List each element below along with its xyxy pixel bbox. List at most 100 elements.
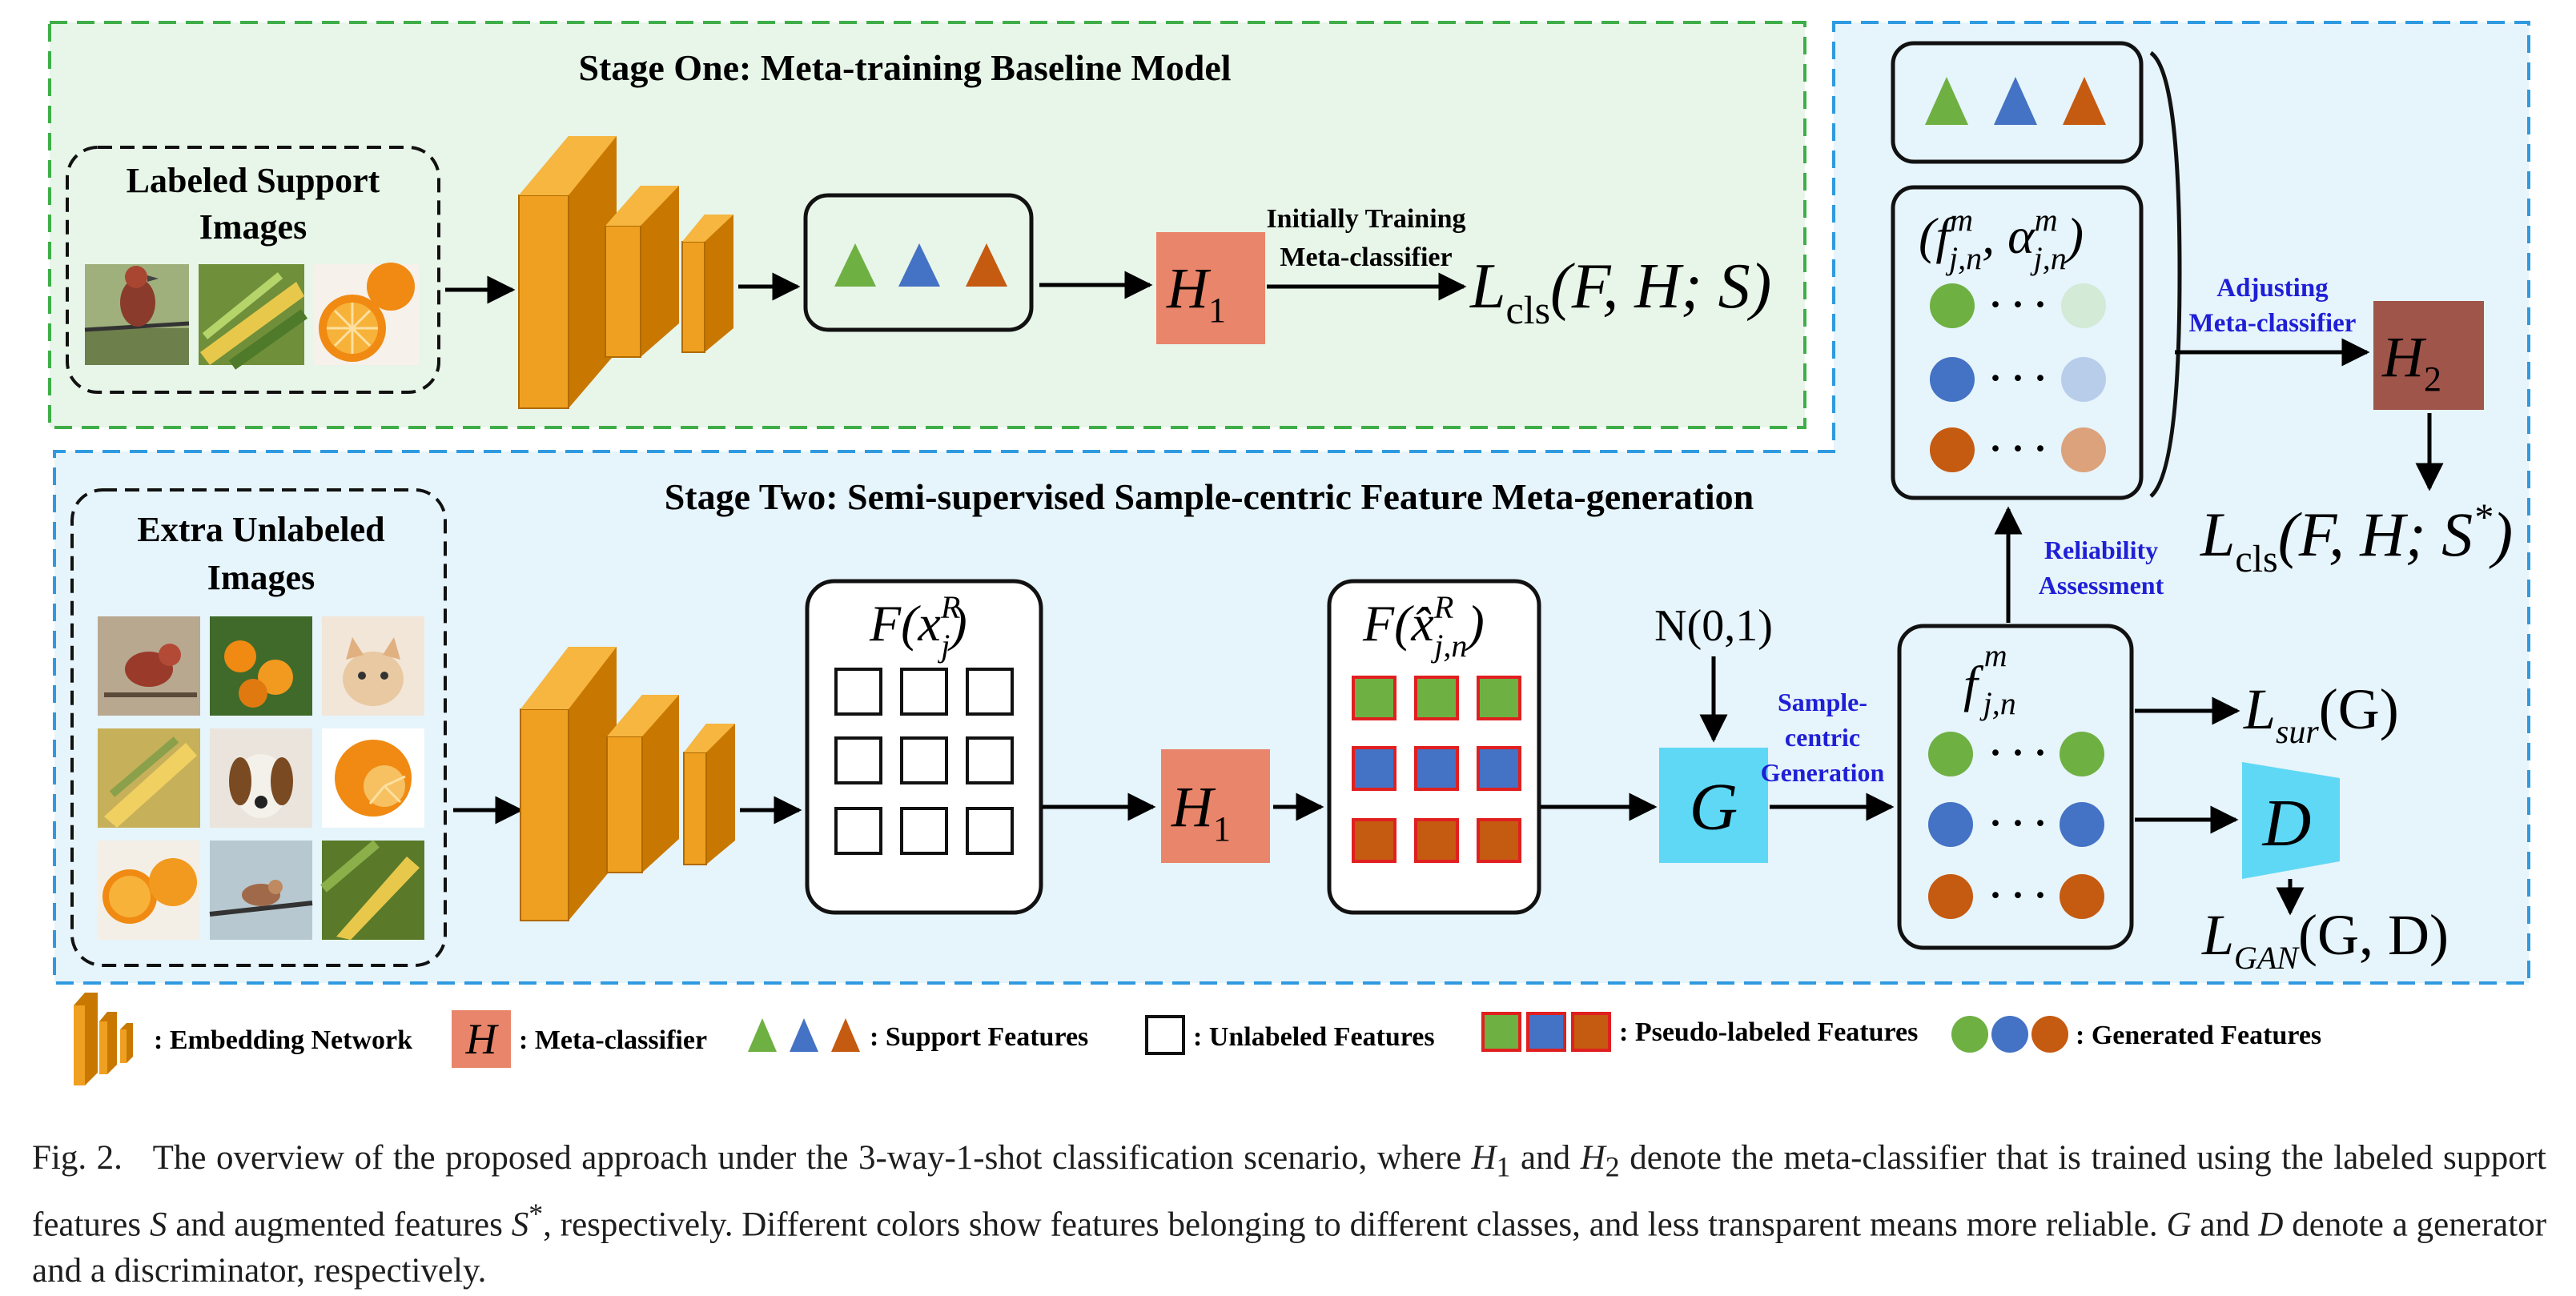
legend-generated-label: : Generated Features [2076, 1021, 2321, 1050]
legend-generated-blue-icon [1991, 1016, 2028, 1053]
svg-text:H1: H1 [1171, 775, 1231, 849]
weighted-features-box [1891, 185, 2144, 500]
orange-halves-photo [98, 841, 200, 940]
weighted-feature-orange-reliable [1930, 427, 1975, 472]
generation-label-line2: centric [1785, 723, 1860, 752]
legend-meta-classifier-icon [452, 1010, 511, 1068]
support-features-box [803, 193, 1034, 332]
bird-photo [98, 616, 200, 716]
generated-feature-orange-a [1928, 874, 1973, 919]
reliability-label-line1: Reliability [2044, 536, 2158, 564]
legend-support-label: : Support Features [870, 1022, 1088, 1052]
unlabeled-features-box [805, 579, 1043, 915]
legend-generated-green-icon [1951, 1016, 1988, 1053]
legend-embedding-icon [74, 993, 133, 1085]
adjust-label-line1: Adjusting [2216, 274, 2329, 303]
weighted-ellipsis-2: · · · [1989, 357, 2047, 399]
generated-ellipsis-3: · · · [1989, 874, 2047, 917]
unlabeled-title-line2: Images [207, 558, 315, 597]
weighted-feature-green-faded [2061, 283, 2106, 328]
orange-tree-photo [210, 616, 312, 716]
generation-label-line3: Generation [1761, 758, 1885, 787]
reliability-label-line2: Assessment [2039, 571, 2164, 600]
legend-support-green-icon [748, 1018, 777, 1052]
generation-label-line1: Sample- [1778, 688, 1867, 716]
orange-slice-photo [322, 728, 424, 828]
discriminator-label: D [2262, 786, 2312, 861]
unlabeled-photo-grid [98, 616, 424, 940]
meta-classifier-h2 [2373, 301, 2484, 410]
generated-feature-blue-a [1928, 802, 1973, 847]
noise-label: N(0,1) [1654, 601, 1773, 651]
stage-two-title: Stage Two: Semi-supervised Sample-centri… [665, 476, 1754, 517]
meta-classifier-h1-stage-two [1161, 749, 1270, 863]
support-feature-blue-right [1994, 77, 2037, 125]
legend-generated-orange-icon [2031, 1016, 2068, 1053]
corn-field-photo [320, 840, 424, 940]
h1-symbol-stage-two: H [1171, 775, 1216, 839]
corn-photo [199, 264, 308, 370]
h2-subscript: 2 [2424, 359, 2441, 399]
caption-prefix: Fig. 2. [32, 1139, 123, 1177]
support-feature-green-right [1925, 77, 1968, 125]
legend: : Embedding Network H : Meta-classifier … [74, 993, 2321, 1085]
corn-photo [98, 728, 200, 828]
h1-symbol: H [1166, 256, 1212, 320]
legend-pseudo-blue-icon [1526, 1012, 1566, 1052]
generated-features-box [1897, 624, 2134, 950]
train-label-line1: Initially Training [1266, 204, 1465, 234]
svg-text:H1: H1 [1166, 256, 1226, 330]
generator-label: G [1690, 770, 1738, 845]
puppy-photo [210, 728, 312, 828]
unlabeled-images-box [70, 488, 447, 967]
weighted-feature-blue-faded [2061, 357, 2106, 402]
loss-cls-augmented: Lcls(F, H; S*) [2200, 496, 2513, 580]
support-feature-orange-right [2063, 77, 2106, 125]
diagram-canvas: Stage One: Meta-training Baseline Model … [48, 21, 2530, 1085]
legend-h-symbol: H [465, 1015, 500, 1063]
generated-ellipsis-2: · · · [1989, 802, 2047, 845]
discriminator-trapezoid [2242, 762, 2340, 879]
legend-unlabeled-icon [1145, 1015, 1185, 1055]
unlabeled-title-line1: Extra Unlabeled [137, 510, 384, 549]
weighted-ellipsis-1: · · · [1989, 283, 2047, 326]
legend-embedding-label: : Embedding Network [154, 1025, 412, 1055]
generated-feature-green-b [2060, 732, 2104, 776]
support-feature-green [834, 243, 876, 287]
svg-text:H2: H2 [2381, 325, 2441, 399]
generated-ellipsis-1: · · · [1989, 732, 2047, 774]
h2-symbol: H [2381, 325, 2427, 389]
orange-photo [314, 263, 420, 365]
legend-pseudo-orange-icon [1571, 1012, 1611, 1052]
stage-one-title: Stage One: Meta-training Baseline Model [578, 47, 1231, 88]
h1-subscript: 1 [1208, 291, 1226, 330]
labeled-support-title-line2: Images [199, 207, 307, 247]
loss-cls-stage-one: Lcls(F, H; S) [1469, 251, 1771, 332]
figure-caption: Fig. 2. The overview of the proposed app… [32, 1139, 2547, 1290]
embedding-network-stage-one [518, 136, 733, 409]
labeled-support-title-line1: Labeled Support [127, 161, 380, 200]
labeled-support-box [66, 146, 440, 394]
embedding-network-stage-two [520, 647, 735, 921]
adjust-label-line2: Meta-classifier [2189, 309, 2357, 338]
kitten-photo [322, 616, 424, 716]
legend-unlabeled-label: : Unlabeled Features [1193, 1022, 1435, 1052]
legend-meta-classifier-label: : Meta-classifier [519, 1025, 707, 1055]
generated-feature-blue-b [2060, 802, 2104, 847]
train-label-line2: Meta-classifier [1280, 243, 1452, 272]
pseudo-labeled-feature-grid [1352, 676, 1521, 863]
generated-feature-orange-b [2060, 874, 2104, 919]
generator-box [1659, 748, 1768, 863]
support-feature-orange [966, 243, 1007, 287]
legend-pseudo-green-icon [1481, 1012, 1521, 1052]
weighted-ellipsis-3: · · · [1989, 427, 2047, 470]
support-feature-blue [898, 243, 940, 287]
bird-perch-photo [209, 841, 313, 940]
legend-support-blue-icon [790, 1018, 818, 1052]
legend-support-orange-icon [831, 1018, 860, 1052]
grouping-bracket [2149, 50, 2182, 498]
unlabeled-feature-grid [834, 668, 1014, 855]
